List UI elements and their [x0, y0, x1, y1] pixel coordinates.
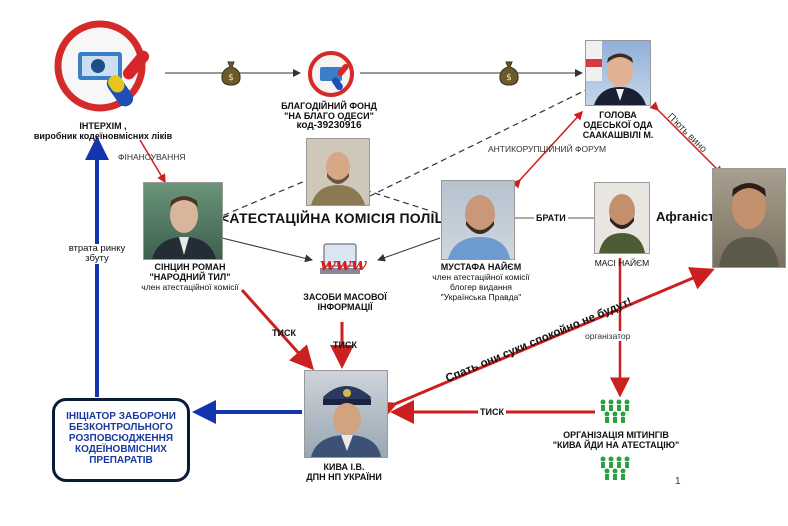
masi-label: МАСІ НАЙЄМ	[594, 258, 650, 268]
crowd-icon	[598, 455, 630, 481]
edge-commission-left	[221, 177, 313, 217]
fund-label: БЛАГОДІЙНИЙ ФОНД "НА БЛАГО ОДЕСИ" код-39…	[281, 101, 377, 131]
svg-text:$: $	[228, 73, 234, 83]
kiva-photo	[304, 370, 388, 458]
commission-head-photo	[306, 138, 370, 206]
money-bag-icon: $	[497, 58, 521, 86]
right-person-photo	[712, 168, 786, 268]
pressure-label-2: ТИСК	[333, 340, 357, 350]
pressure-label-3: ТИСК	[478, 407, 506, 417]
brothers-label: БРАТИ	[534, 213, 568, 223]
edge-anticorruption	[511, 110, 584, 189]
edge-commission-right	[364, 189, 441, 215]
organizer-label: організатор	[585, 331, 631, 341]
media-label: ЗАСОБИ МАСОВОЇ ІНФОРМАЦІЇ	[303, 292, 387, 312]
mustafa-label: МУСТАФА НАЙЄМ член атестаційної комісії …	[432, 262, 530, 302]
pressure-label-1: ТИСК	[272, 328, 296, 338]
svg-text:$: $	[506, 73, 512, 83]
www-text: www	[320, 254, 367, 275]
commission-label: <АТЕСТАЦІЙНА КОМІСІЯ ПОЛІЦІЇ>	[221, 210, 462, 226]
initiator-box: ІНІЦІАТОР ЗАБОРОНИ БЕЗКОНТРОЛЬНОГО РОЗПО…	[52, 398, 190, 482]
kiva-label: КИВА І.В. ДПН НП УКРАЇНИ	[306, 462, 382, 482]
edge-mustafa-media	[377, 237, 441, 262]
governor-label: ГОЛОВА ОДЕСЬКОЇ ОДА СААКАШВІЛІ М.	[582, 110, 654, 140]
edge-sinitsyn-media	[221, 237, 313, 263]
money-bag-icon: $	[219, 58, 243, 86]
page-number: 1	[675, 476, 681, 487]
interchem-label: ІНТЕРХІМ , виробник кодеїновмісних ліків	[33, 121, 173, 141]
afghanistan-label: Афганістан	[656, 209, 730, 224]
edge-financing	[139, 139, 166, 184]
sinitsyn-photo	[143, 182, 223, 260]
edge-governor-commission	[369, 87, 591, 197]
media-icon: www	[316, 242, 372, 284]
mustafa-photo	[441, 180, 515, 260]
market-loss-label: втрата ринку збуту	[55, 244, 139, 264]
governor-photo	[585, 40, 651, 106]
edge-threat	[370, 267, 715, 424]
anticorruption-label: АНТИКОРУПЦІЙНИЙ ФОРУМ	[488, 144, 607, 154]
crowd-icon	[598, 398, 630, 424]
edge-drinking	[649, 101, 724, 176]
fund-logo	[306, 49, 356, 99]
sinitsyn-label: СІНЦИН РОМАН "НАРОДНИЙ ТИЛ" член атестац…	[141, 262, 239, 292]
rallies-label: ОРГАНІЗАЦІЯ МІТИНГІВ "КИВА ЙДИ НА АТЕСТА…	[552, 430, 680, 450]
edge-pressure-sinitsyn	[240, 288, 315, 371]
financing-label: ФІНАНСУВАННЯ	[118, 152, 186, 162]
interchem-logo	[52, 18, 164, 118]
masi-photo	[594, 182, 650, 254]
